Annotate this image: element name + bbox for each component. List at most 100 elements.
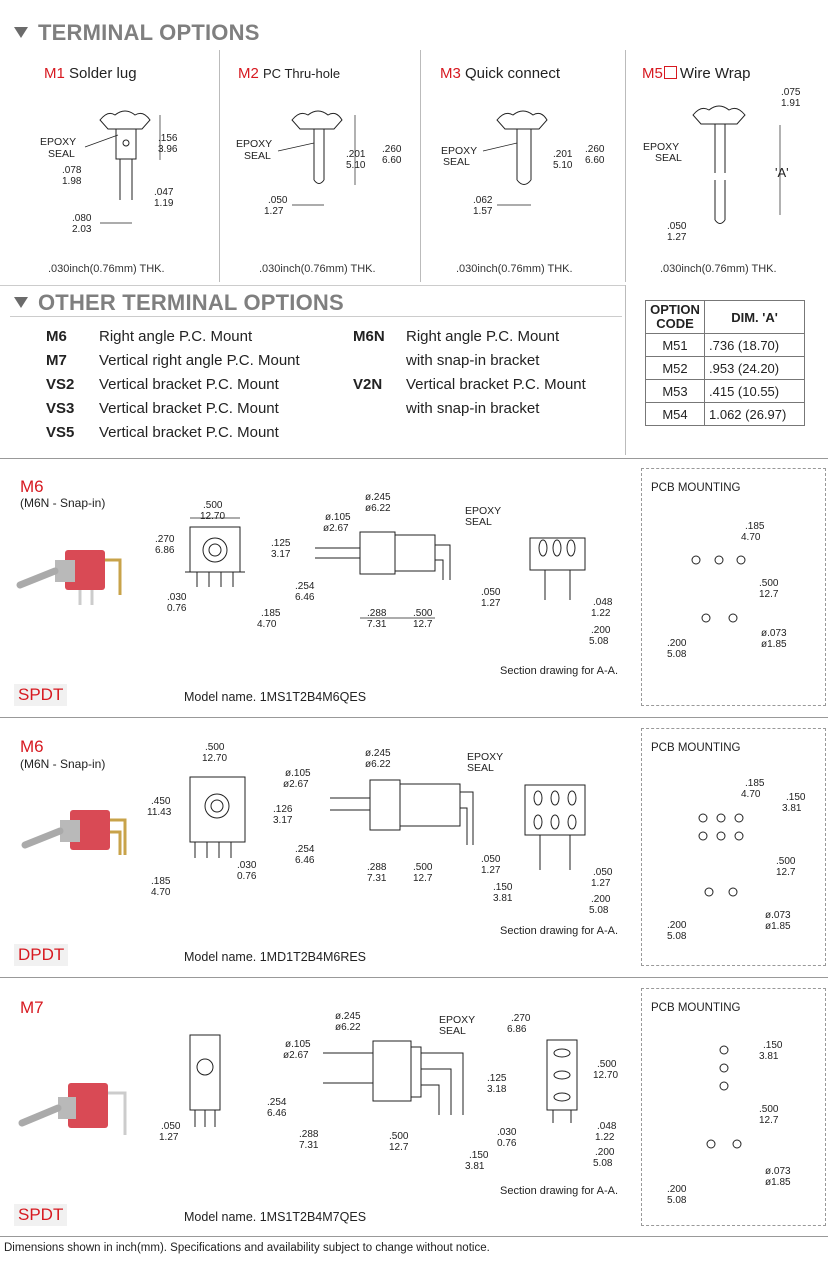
svg-text:6.60: 6.60 bbox=[585, 155, 605, 166]
svg-text:.500: .500 bbox=[205, 742, 225, 753]
svg-text:.288: .288 bbox=[299, 1129, 319, 1140]
svg-text:.047: .047 bbox=[154, 187, 174, 198]
m6-spdt-drawing: .500 12.70 .270 6.86 .125 3.17 .030 0.76… bbox=[155, 492, 613, 647]
divider bbox=[0, 285, 625, 286]
m1-drawing: EPOXY SEAL .156 3.96 .078 1.98 .047 1.19… bbox=[40, 110, 178, 235]
svg-text:ø.245: ø.245 bbox=[365, 748, 391, 759]
svg-text:4.70: 4.70 bbox=[257, 619, 277, 630]
svg-text:1.27: 1.27 bbox=[667, 232, 687, 243]
svg-text:3.81: 3.81 bbox=[759, 1051, 779, 1062]
svg-text:2.03: 2.03 bbox=[72, 224, 92, 235]
pcb-pattern: .185 4.70 .150 3.81 .500 12.7 .200 5.08 … bbox=[667, 778, 806, 942]
svg-text:.050: .050 bbox=[481, 587, 501, 598]
svg-text:ø6.22: ø6.22 bbox=[365, 759, 391, 770]
svg-text:.080: .080 bbox=[72, 213, 92, 224]
svg-text:7.31: 7.31 bbox=[299, 1140, 319, 1151]
section-label: Section drawing for A-A. bbox=[500, 925, 619, 937]
svg-text:.260: .260 bbox=[382, 144, 402, 155]
svg-text:0.76: 0.76 bbox=[167, 603, 187, 614]
svg-text:.048: .048 bbox=[597, 1121, 617, 1132]
panel-title: M6 bbox=[20, 477, 44, 496]
other-option-row: with snap-in bracket bbox=[406, 352, 540, 369]
svg-text:ø.073: ø.073 bbox=[761, 628, 787, 639]
svg-text:6.86: 6.86 bbox=[507, 1024, 527, 1035]
svg-text:5.08: 5.08 bbox=[589, 636, 609, 647]
other-option-row: with snap-in bracket bbox=[406, 400, 540, 417]
svg-text:4.70: 4.70 bbox=[741, 532, 761, 543]
svg-text:.050: .050 bbox=[481, 854, 501, 865]
m2-drawing: EPOXY SEAL .260 6.60 .201 5.10 .050 1.27 bbox=[236, 110, 402, 217]
svg-text:3.81: 3.81 bbox=[782, 803, 802, 814]
svg-text:3.96: 3.96 bbox=[158, 144, 178, 155]
svg-text:.500: .500 bbox=[776, 856, 796, 867]
svg-text:12.70: 12.70 bbox=[200, 511, 225, 522]
svg-text:SEAL: SEAL bbox=[48, 148, 75, 160]
checkbox-square-icon bbox=[663, 66, 677, 79]
svg-text:6.86: 6.86 bbox=[155, 545, 175, 556]
svg-text:12.7: 12.7 bbox=[759, 1115, 779, 1126]
svg-text:.200: .200 bbox=[667, 638, 687, 649]
svg-text:4.70: 4.70 bbox=[741, 789, 761, 800]
svg-text:1.22: 1.22 bbox=[591, 608, 611, 619]
svg-text:.200: .200 bbox=[591, 625, 611, 636]
svg-text:3.17: 3.17 bbox=[271, 549, 291, 560]
pcb-mounting-title: PCB MOUNTING bbox=[651, 742, 741, 754]
pcb-mounting-title: PCB MOUNTING bbox=[651, 1002, 741, 1014]
svg-text:ø.105: ø.105 bbox=[325, 512, 351, 523]
svg-text:.500: .500 bbox=[413, 862, 433, 873]
svg-text:'A': 'A' bbox=[775, 165, 789, 180]
m2-thickness: .030inch(0.76mm) THK. bbox=[259, 263, 376, 275]
svg-text:SEAL: SEAL bbox=[465, 516, 492, 528]
svg-text:EPOXY: EPOXY bbox=[236, 138, 272, 150]
svg-text:.050: .050 bbox=[161, 1121, 181, 1132]
m3-drawing: EPOXY SEAL .260 6.60 .201 5.10 .062 1.57 bbox=[441, 110, 605, 217]
svg-text:7.31: 7.31 bbox=[367, 619, 387, 630]
m5-thickness: .030inch(0.76mm) THK. bbox=[660, 263, 777, 275]
svg-text:12.7: 12.7 bbox=[776, 867, 796, 878]
svg-text:3.81: 3.81 bbox=[493, 893, 513, 904]
svg-text:EPOXY: EPOXY bbox=[465, 505, 501, 517]
svg-text:.270: .270 bbox=[511, 1013, 531, 1024]
svg-text:1.98: 1.98 bbox=[62, 176, 82, 187]
svg-text:.075: .075 bbox=[781, 87, 801, 98]
divider bbox=[625, 50, 626, 282]
svg-text:ø6.22: ø6.22 bbox=[365, 503, 391, 514]
svg-text:.500: .500 bbox=[413, 608, 433, 619]
svg-text:.201: .201 bbox=[553, 149, 573, 160]
divider bbox=[219, 50, 220, 282]
svg-text:1.27: 1.27 bbox=[481, 598, 501, 609]
svg-text:6.46: 6.46 bbox=[295, 592, 315, 603]
svg-text:ø2.67: ø2.67 bbox=[283, 779, 309, 790]
svg-text:EPOXY: EPOXY bbox=[467, 751, 503, 763]
svg-text:.150: .150 bbox=[763, 1040, 783, 1051]
svg-text:.062: .062 bbox=[473, 195, 493, 206]
svg-text:EPOXY: EPOXY bbox=[439, 1014, 475, 1026]
svg-text:ø2.67: ø2.67 bbox=[323, 523, 349, 534]
model-name: Model name. 1MD1T2B4M6RES bbox=[184, 950, 367, 964]
m1-thickness: .030inch(0.76mm) THK. bbox=[48, 263, 165, 275]
m6-dpdt-drawing: .500 12.70 .450 11.43 .126 3.17 .030 0.7… bbox=[147, 742, 613, 916]
terminal-options-heading: TERMINAL OPTIONS bbox=[14, 20, 260, 46]
svg-text:.500: .500 bbox=[759, 578, 779, 589]
svg-text:6.46: 6.46 bbox=[295, 855, 315, 866]
svg-text:.030: .030 bbox=[497, 1127, 517, 1138]
other-terminal-options-heading: OTHER TERMINAL OPTIONS bbox=[14, 290, 344, 316]
panel-title: M6 bbox=[20, 737, 44, 756]
svg-text:.254: .254 bbox=[267, 1097, 287, 1108]
model-name: Model name. 1MS1T2B4M6QES bbox=[184, 690, 367, 704]
svg-text:ø.245: ø.245 bbox=[335, 1011, 361, 1022]
svg-text:1.22: 1.22 bbox=[595, 1132, 615, 1143]
svg-text:ø.105: ø.105 bbox=[285, 1039, 311, 1050]
svg-text:EPOXY: EPOXY bbox=[40, 136, 76, 148]
svg-text:SEAL: SEAL bbox=[443, 156, 470, 168]
svg-text:.050: .050 bbox=[667, 221, 687, 232]
switch-photo bbox=[16, 550, 122, 605]
divider bbox=[625, 285, 626, 455]
svg-text:.048: .048 bbox=[593, 597, 613, 608]
m7-drawing: .050 1.27 ø.105 ø2.67 ø.245 ø6.22 EPOXY … bbox=[159, 1011, 618, 1172]
triangle-down-icon bbox=[14, 297, 28, 308]
